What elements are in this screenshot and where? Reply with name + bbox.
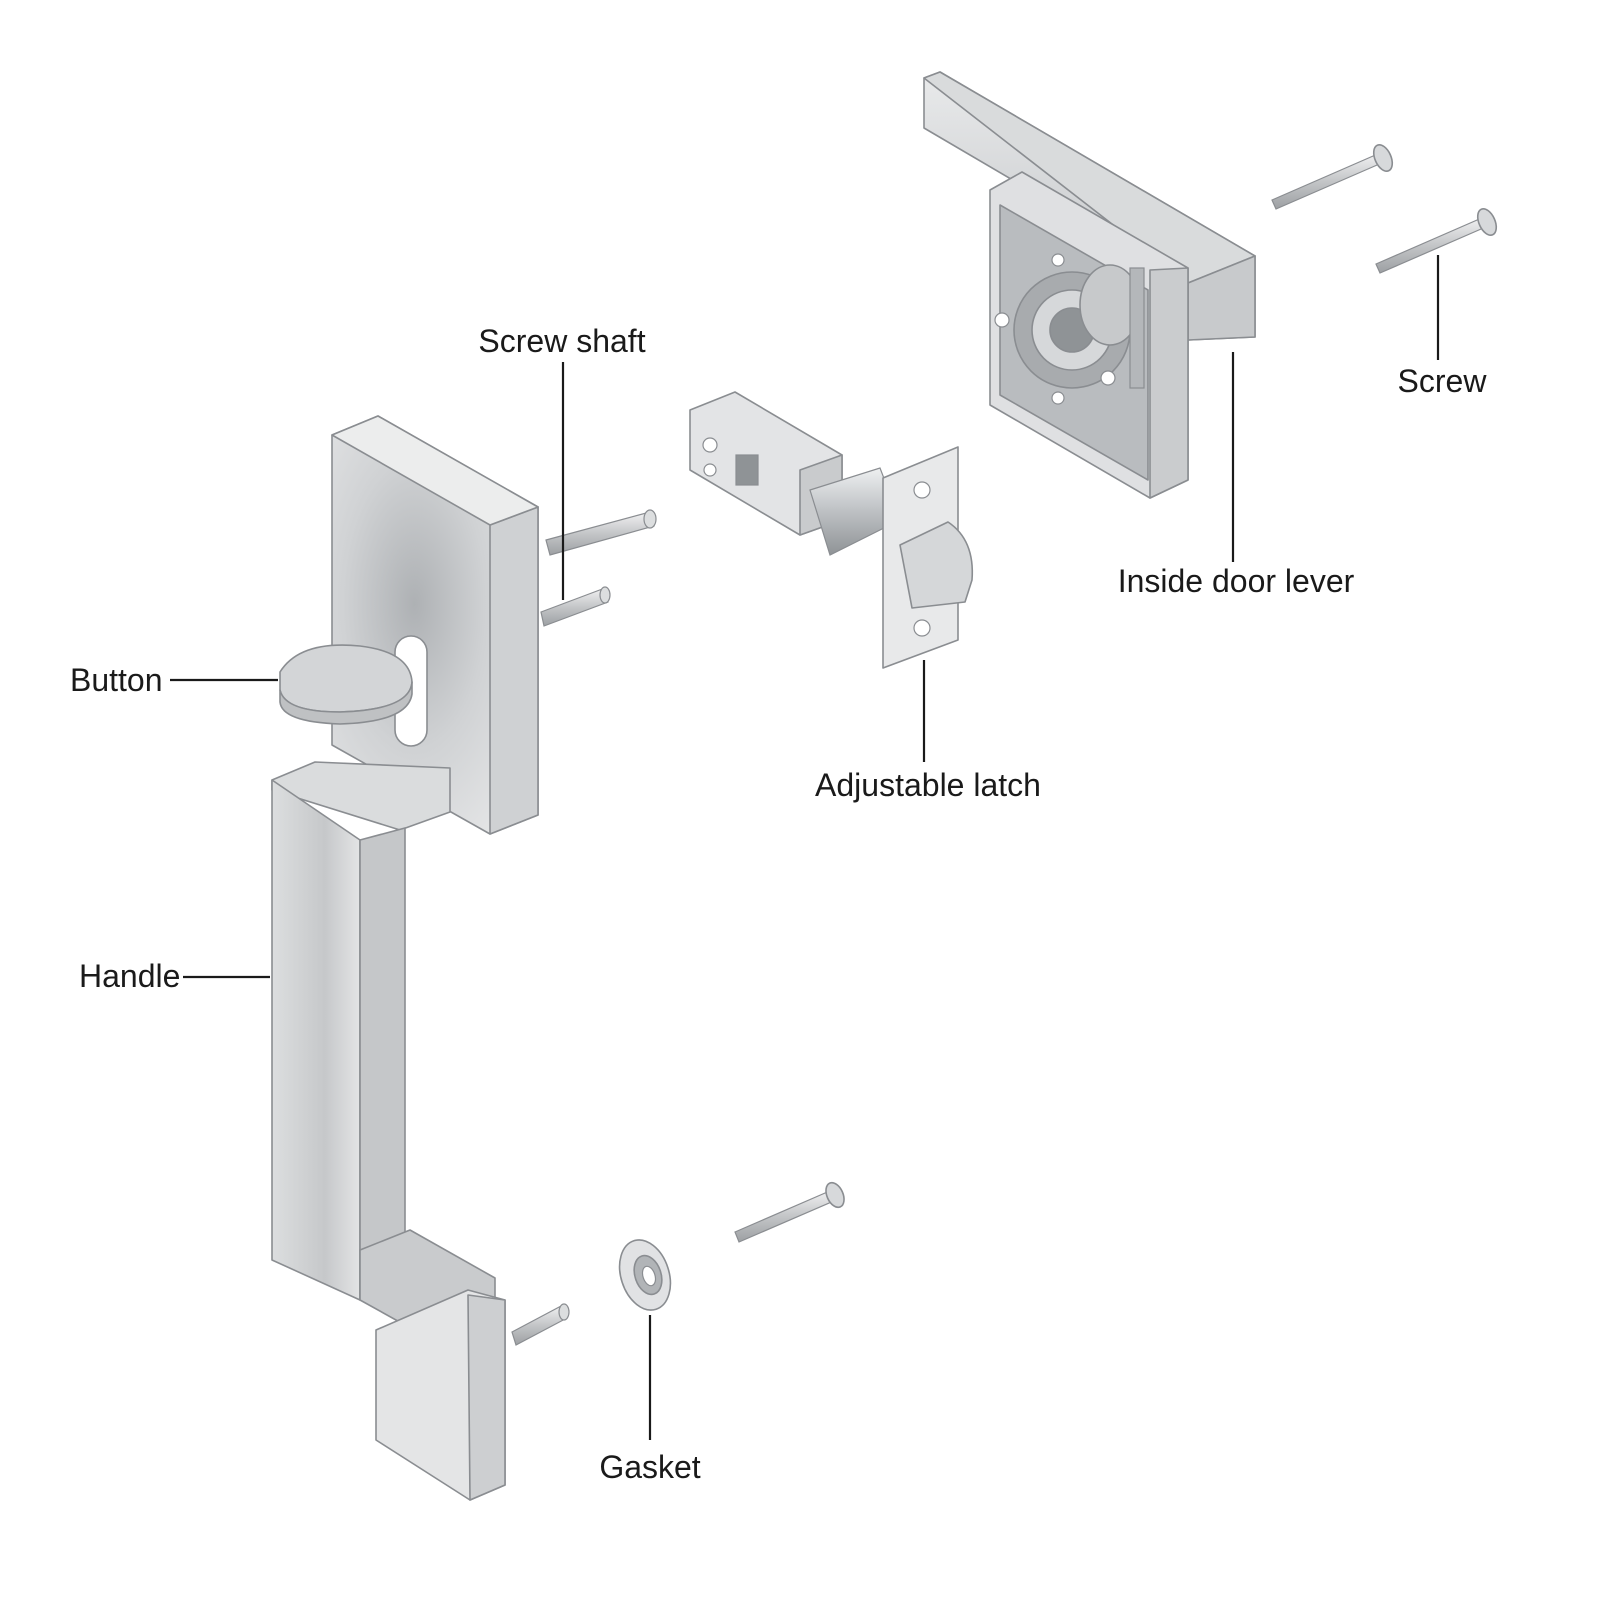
screw-lower (1375, 208, 1498, 274)
label-screw-shaft: Screw shaft (478, 323, 645, 359)
thumb-button (279, 644, 413, 725)
gasket (618, 1239, 672, 1311)
label-handle: Handle (79, 958, 180, 994)
screw-upper (1271, 144, 1394, 210)
adjustable-latch (689, 391, 974, 669)
label-adjustable-latch: Adjustable latch (815, 767, 1041, 803)
inside-door-lever (923, 71, 1256, 499)
label-button: Button (70, 662, 163, 698)
label-inside-door-lever: Inside door lever (1118, 563, 1355, 599)
label-gasket: Gasket (599, 1449, 700, 1485)
screw-bottom (734, 1181, 845, 1243)
exterior-handle-assembly (271, 415, 657, 1501)
label-screw: Screw (1398, 363, 1488, 399)
